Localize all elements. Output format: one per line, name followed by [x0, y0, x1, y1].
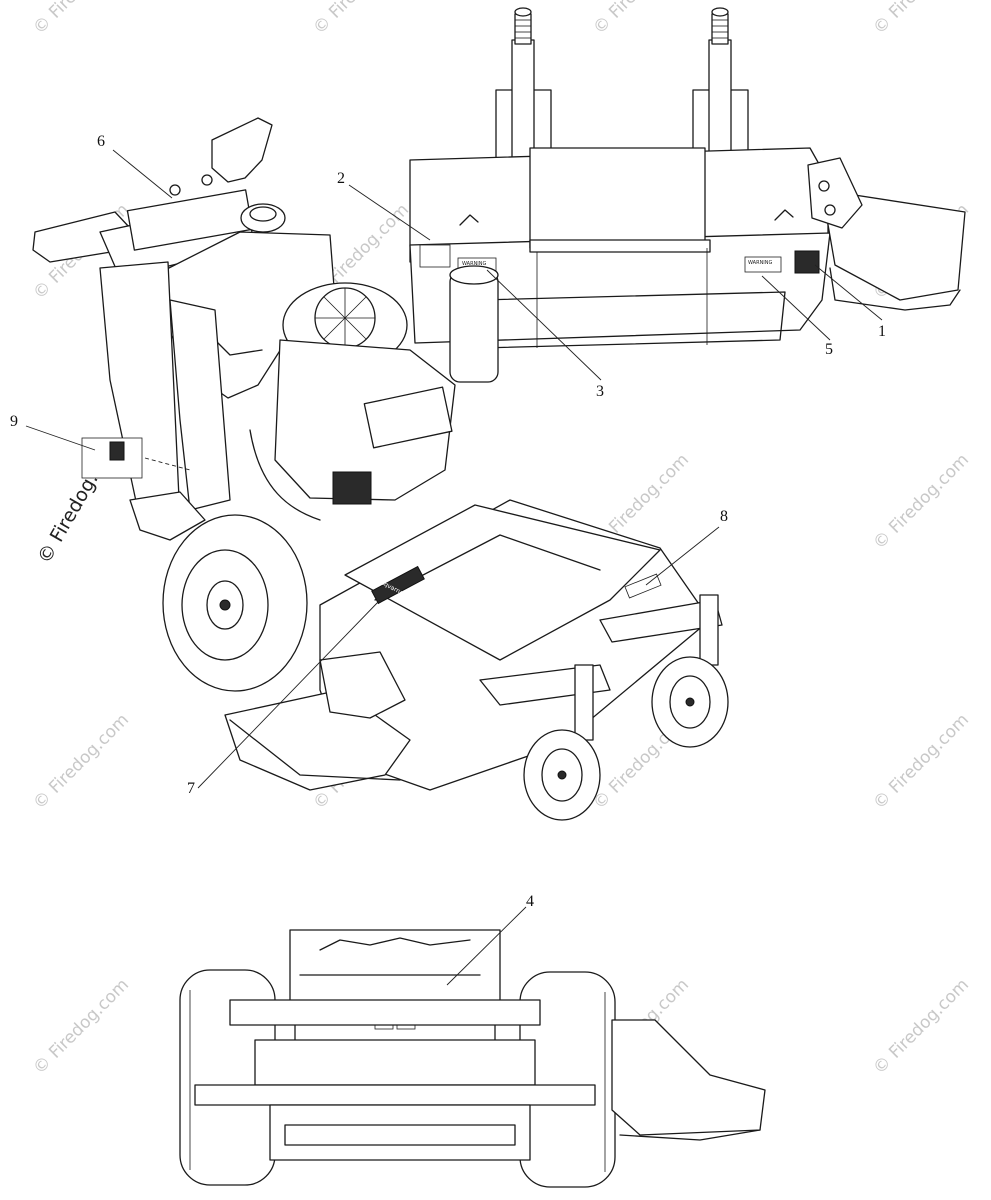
- rear-crossbar: [194, 1084, 596, 1106]
- watermark: © Firedog.com: [29, 0, 133, 39]
- muffler: [449, 271, 499, 383]
- deck-skirt: [409, 232, 831, 344]
- callout-4: 4: [526, 893, 534, 910]
- deck-rear-view: WARNING WARNING: [409, 7, 966, 349]
- watermark: © Firedog.com: [29, 975, 133, 1079]
- spring-left: [514, 7, 532, 45]
- caster-post-left-inner: [511, 39, 535, 166]
- leader-lines: [25, 149, 883, 986]
- deck-center-plate: [529, 147, 706, 249]
- spring-right: [711, 7, 729, 45]
- callout-6: 6: [97, 133, 105, 150]
- frame-upright: [169, 299, 231, 511]
- decal-5-warning: [744, 256, 782, 273]
- callout-5: 5: [825, 341, 833, 358]
- callout-1: 1: [878, 323, 886, 340]
- engine-block: [274, 339, 456, 501]
- chute-bracket: [807, 157, 863, 229]
- mower-main-view: Husqvarna: [32, 117, 729, 821]
- brand-plate: [371, 565, 425, 605]
- watermark: © Firedog.com: [589, 0, 693, 39]
- decal-5-text: WARNING: [748, 260, 773, 266]
- callout-3: 3: [596, 383, 604, 400]
- watermark: © Firedog.com: [309, 0, 413, 39]
- decal-2: [419, 244, 451, 268]
- caster-post-right-inner: [708, 39, 732, 166]
- deck-center-bar: [529, 239, 711, 253]
- watermark: © Firedog.com: [869, 0, 973, 39]
- air-filter-box: [363, 386, 453, 449]
- foot-rest: [129, 491, 206, 541]
- hose: [249, 429, 321, 521]
- fuel-cap: [240, 203, 286, 233]
- rear-discharge-chute: [611, 1019, 766, 1136]
- axle-housing: [229, 999, 541, 1026]
- callout-8: 8: [720, 508, 728, 525]
- handlebar-right-lever: [211, 117, 273, 183]
- watermark: © Firedog.com: [869, 450, 973, 554]
- front-caster-left: [479, 664, 611, 821]
- decal-3-text: WARNING: [462, 261, 487, 267]
- callout-2: 2: [337, 170, 345, 187]
- watermark: © Firedog.com: [29, 710, 133, 814]
- watermark: © Firedog.com: [869, 975, 973, 1079]
- decal-1: [794, 250, 820, 274]
- front-caster-right: [599, 594, 729, 748]
- discharge-chute: [821, 189, 966, 301]
- engine-rear: [289, 929, 501, 1006]
- callout-9: 9: [10, 413, 18, 430]
- deck-side-chute-rod: [229, 719, 401, 781]
- callouts: 1 2 3 4 5 6 7 8 9: [10, 133, 886, 910]
- engine-decal: [332, 471, 372, 505]
- chute-guard-rod: [829, 267, 961, 311]
- mower-rear-view: [179, 929, 766, 1188]
- rear-frame-lower: [254, 1039, 536, 1086]
- rear-base: [269, 1104, 531, 1161]
- callout-7: 7: [187, 780, 195, 797]
- deck-belt-cover: [344, 504, 661, 661]
- frame-left-tower: [99, 261, 181, 521]
- watermark: © Firedog.com: [869, 710, 973, 814]
